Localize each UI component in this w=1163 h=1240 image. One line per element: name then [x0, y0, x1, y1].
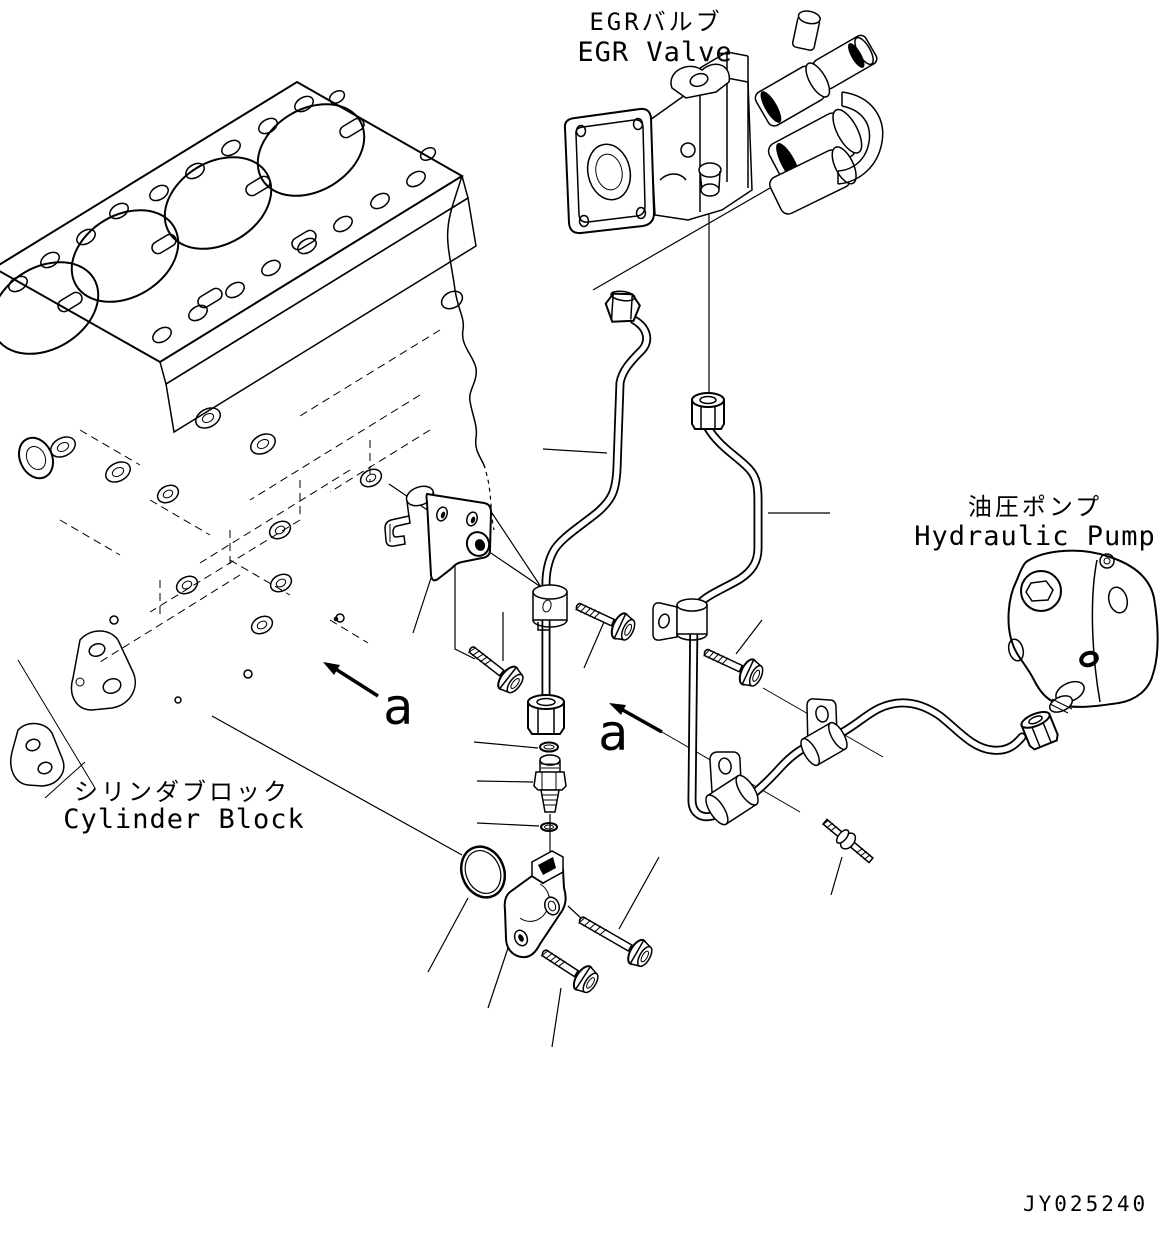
flange-bolt-3: [698, 638, 768, 692]
o-ring: [459, 845, 507, 899]
section-arrow-left: [323, 662, 379, 698]
cylinder-block-label-jp: シリンダブロック: [74, 778, 290, 806]
block-side-bosses: [50, 290, 464, 704]
flange-bolt-1: [461, 636, 529, 699]
connector-nipple: [533, 754, 567, 813]
flange-bolt-4: [572, 906, 657, 972]
egr-outlet-port: [698, 162, 722, 197]
deck-coolant-slots: [57, 117, 365, 313]
pipe-block-to-pump: [687, 423, 1027, 822]
hydraulic-pump-label-en: Hydraulic Pump: [914, 521, 1156, 552]
pipe-egr-to-block: [541, 315, 652, 705]
hydraulic-pump-label-jp: 油圧ポンプ: [968, 493, 1102, 521]
egr-solenoids: [754, 10, 878, 215]
block-break-lines: [17, 659, 96, 799]
block-flanges: [10, 436, 136, 787]
egr-flange: [563, 107, 656, 235]
washer-upper: [539, 741, 559, 753]
washer-lower: [540, 822, 558, 832]
flare-nut-pump-side: [1020, 710, 1059, 751]
flange-bolt-2: [570, 592, 640, 646]
elbow-connector-block: [503, 850, 567, 959]
stud-fitting: [822, 818, 874, 864]
pipe-clamp-lower-right: [800, 698, 848, 767]
deck-bolt-holes: [8, 89, 437, 344]
egr-valve-label-en: EGR Valve: [577, 37, 732, 68]
section-label-left: a: [383, 678, 413, 736]
hydraulic-pump-drawing: [1007, 549, 1159, 714]
flare-nut-block-bottom: [527, 694, 565, 735]
flare-nut-egr-side: [604, 290, 641, 323]
section-label-right: a: [598, 704, 628, 762]
flange-bolt-5: [534, 939, 604, 998]
flare-nut-block-top: [691, 392, 725, 430]
cylinder-block-drawing: [0, 80, 495, 799]
egr-valve-label-jp: EGRバルブ: [589, 8, 722, 36]
pump-inlet-port: [1048, 680, 1085, 714]
mounting-bracket: [384, 485, 493, 582]
section-arrow-right: [609, 703, 663, 734]
pipe-clamp-right-upper: [652, 598, 708, 641]
pipe-clamp-lower-left: [705, 751, 759, 826]
cylinder-block-label-en: Cylinder Block: [63, 804, 305, 835]
pipe-clamp-left: [532, 584, 568, 631]
block-hidden-lines: [59, 329, 441, 663]
egr-valve-drawing: [563, 10, 884, 235]
drawing-number: JY025240: [1023, 1192, 1148, 1216]
